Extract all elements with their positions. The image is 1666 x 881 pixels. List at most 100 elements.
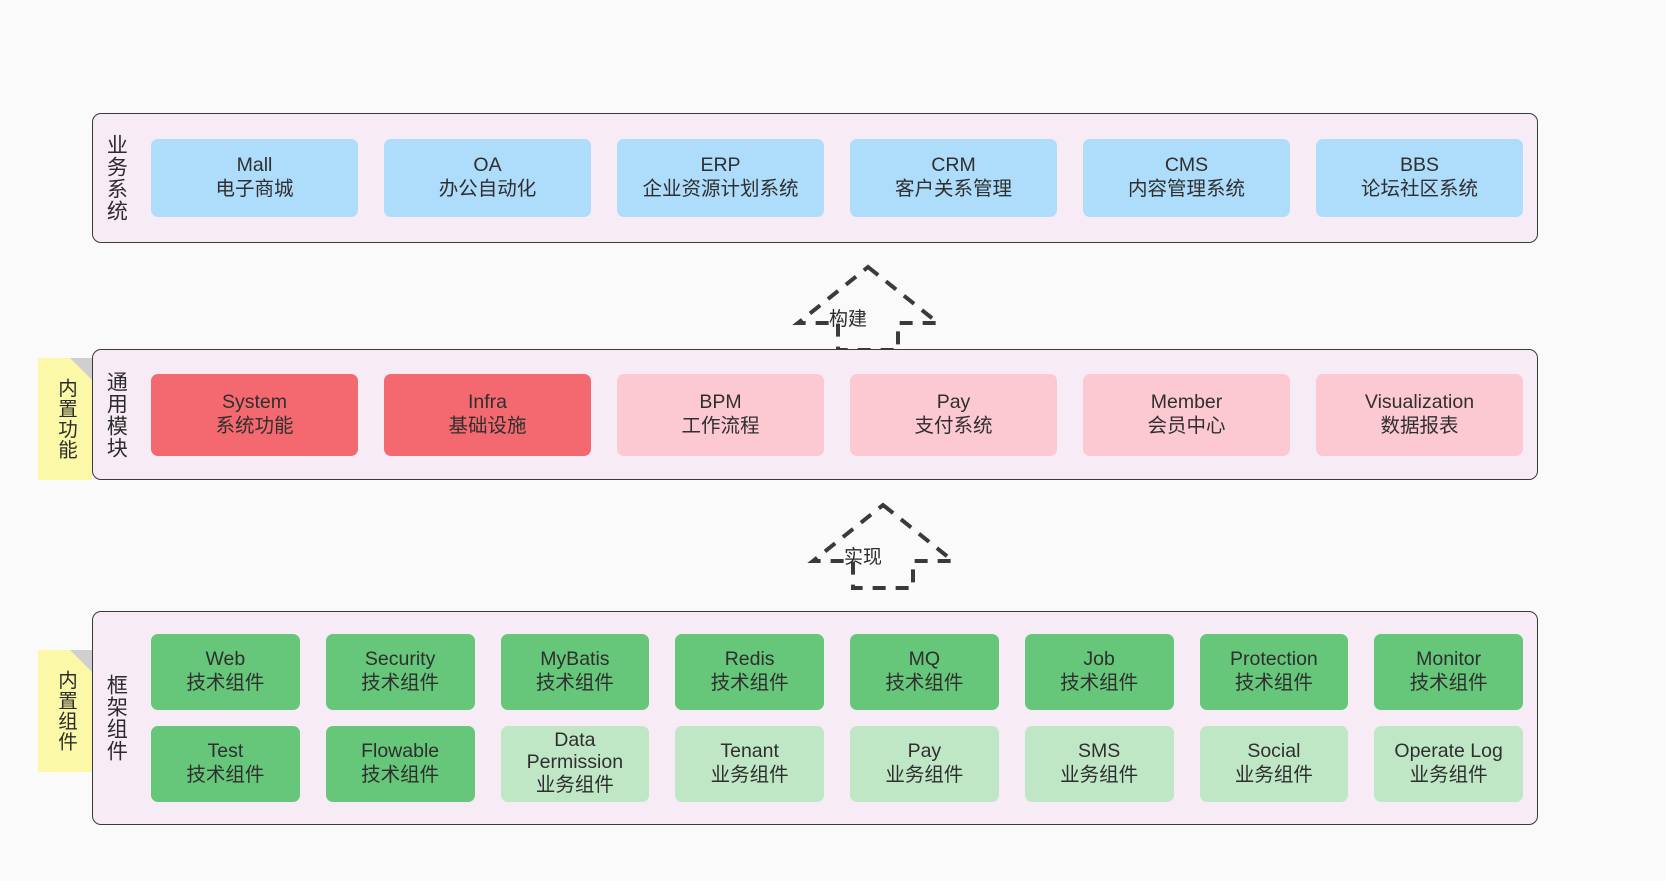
card-title: Social [1247, 740, 1301, 763]
card-subtitle: 基础设施 [448, 414, 527, 437]
card-subtitle: 技术组件 [1409, 672, 1488, 694]
card-cms[interactable]: CMS 内容管理系统 [1083, 139, 1290, 217]
card-pay-component[interactable]: Pay 业务组件 [850, 726, 999, 802]
arrow-build-label: 构建 [829, 309, 868, 330]
card-title: Web [205, 648, 246, 671]
note-fold-corner-icon [70, 650, 92, 672]
card-subtitle: 技术组件 [186, 672, 265, 694]
card-security[interactable]: Security 技术组件 [325, 634, 475, 710]
card-mall[interactable]: Mall 电子商城 [151, 139, 358, 217]
card-title: Redis [724, 648, 775, 671]
card-visualization[interactable]: Visualization 数据报表 [1316, 373, 1523, 456]
card-crm[interactable]: CRM 客户关系管理 [850, 139, 1057, 217]
card-job[interactable]: Job 技术组件 [1024, 634, 1174, 710]
card-bbs[interactable]: BBS 论坛社区系统 [1316, 139, 1523, 217]
card-mybatis[interactable]: MyBatis 技术组件 [500, 634, 650, 710]
card-subtitle: 论坛社区系统 [1360, 178, 1478, 200]
card-test[interactable]: Test 技术组件 [151, 726, 300, 802]
card-subtitle: 业务组件 [710, 764, 789, 786]
card-web[interactable]: Web 技术组件 [151, 634, 300, 710]
layer-common-modules: 通用模块 System 系统功能 Infra 基础设施 BPM 工作流程 Pay… [92, 349, 1538, 480]
card-title: Visualization [1364, 390, 1475, 413]
note-builtin-components: 内置组件 [38, 650, 92, 772]
card-title: Pay [907, 740, 942, 763]
card-social[interactable]: Social 业务组件 [1199, 726, 1349, 802]
card-title: BPM [699, 390, 742, 413]
card-subtitle: 数据报表 [1380, 414, 1459, 437]
card-system[interactable]: System 系统功能 [151, 373, 358, 456]
card-title: Mall [236, 154, 273, 177]
card-title: Pay [936, 390, 971, 413]
arrow-implement: 实现 [807, 502, 959, 590]
layer-body-framework-components: Web 技术组件 Security 技术组件 MyBatis 技术组件 Redi… [137, 612, 1537, 824]
card-subtitle: 办公自动化 [438, 178, 537, 200]
card-bpm[interactable]: BPM 工作流程 [617, 373, 824, 456]
card-title: CMS [1164, 154, 1209, 177]
card-title: Data Permission [526, 729, 624, 774]
card-title: SMS [1077, 740, 1121, 763]
card-flowable[interactable]: Flowable 技术组件 [325, 726, 475, 802]
card-subtitle: 技术组件 [885, 672, 964, 694]
card-oa[interactable]: OA 办公自动化 [384, 139, 591, 217]
card-subtitle: 系统功能 [215, 414, 294, 437]
card-erp[interactable]: ERP 企业资源计划系统 [617, 139, 824, 217]
card-infra[interactable]: Infra 基础设施 [384, 373, 591, 456]
card-subtitle: 工作流程 [681, 414, 760, 437]
card-subtitle: 技术组件 [361, 764, 440, 786]
card-title: Test [207, 740, 244, 763]
card-mq[interactable]: MQ 技术组件 [850, 634, 999, 710]
card-row: Web 技术组件 Security 技术组件 MyBatis 技术组件 Redi… [151, 634, 1523, 710]
card-title: Monitor [1416, 648, 1482, 671]
card-title: ERP [700, 154, 741, 177]
card-member[interactable]: Member 会员中心 [1083, 373, 1290, 456]
layer-body-common-modules: System 系统功能 Infra 基础设施 BPM 工作流程 Pay 支付系统… [137, 350, 1537, 479]
card-title: OA [473, 154, 502, 177]
card-subtitle: 业务组件 [535, 773, 614, 796]
card-title: Infra [467, 390, 508, 413]
card-subtitle: 业务组件 [1234, 764, 1313, 786]
card-title: Tenant [720, 740, 779, 763]
card-subtitle: 技术组件 [361, 672, 440, 694]
note-fold-corner-icon [70, 358, 92, 380]
card-redis[interactable]: Redis 技术组件 [675, 634, 824, 710]
card-subtitle: 业务组件 [1409, 764, 1488, 786]
card-sms[interactable]: SMS 业务组件 [1024, 726, 1174, 802]
card-title: CRM [931, 154, 976, 177]
card-title: Operate Log [1394, 740, 1503, 763]
card-row: Mall 电子商城 OA 办公自动化 ERP 企业资源计划系统 CRM 客户关系… [151, 139, 1523, 217]
layer-body-business-systems: Mall 电子商城 OA 办公自动化 ERP 企业资源计划系统 CRM 客户关系… [137, 114, 1537, 242]
arrow-implement-label: 实现 [844, 547, 883, 568]
card-subtitle: 支付系统 [914, 414, 993, 437]
note-label: 内置组件 [54, 670, 77, 752]
card-protection[interactable]: Protection 技术组件 [1199, 634, 1349, 710]
card-title: Job [1083, 648, 1115, 671]
note-label: 内置功能 [54, 378, 77, 460]
card-data-permission[interactable]: Data Permission 业务组件 [500, 726, 650, 802]
layer-title-business-systems: 业务系统 [104, 134, 128, 222]
card-title: MyBatis [540, 648, 610, 671]
card-subtitle: 业务组件 [885, 764, 964, 786]
card-title: Flowable [361, 740, 440, 763]
layer-title-common-modules: 通用模块 [104, 370, 128, 459]
card-row: System 系统功能 Infra 基础设施 BPM 工作流程 Pay 支付系统… [151, 373, 1523, 456]
card-title: BBS [1399, 154, 1440, 177]
card-subtitle: 技术组件 [1234, 672, 1313, 694]
card-title: MQ [908, 648, 941, 671]
card-subtitle: 电子商城 [215, 178, 294, 200]
card-monitor[interactable]: Monitor 技术组件 [1374, 634, 1523, 710]
card-pay-module[interactable]: Pay 支付系统 [850, 373, 1057, 456]
card-subtitle: 内容管理系统 [1127, 178, 1245, 200]
card-title: Security [364, 648, 436, 671]
card-subtitle: 会员中心 [1147, 414, 1226, 437]
arrow-build: 构建 [792, 264, 944, 352]
card-subtitle: 业务组件 [1060, 764, 1139, 786]
card-operate-log[interactable]: Operate Log 业务组件 [1374, 726, 1523, 802]
layer-title-framework-components: 框架组件 [104, 674, 128, 762]
card-subtitle: 技术组件 [1060, 672, 1139, 694]
card-row: Test 技术组件 Flowable 技术组件 Data Permission … [151, 726, 1523, 802]
note-builtin-functions: 内置功能 [38, 358, 92, 480]
card-subtitle: 技术组件 [186, 764, 265, 786]
layer-business-systems: 业务系统 Mall 电子商城 OA 办公自动化 ERP 企业资源计划系统 CRM… [92, 113, 1538, 243]
card-tenant[interactable]: Tenant 业务组件 [675, 726, 824, 802]
